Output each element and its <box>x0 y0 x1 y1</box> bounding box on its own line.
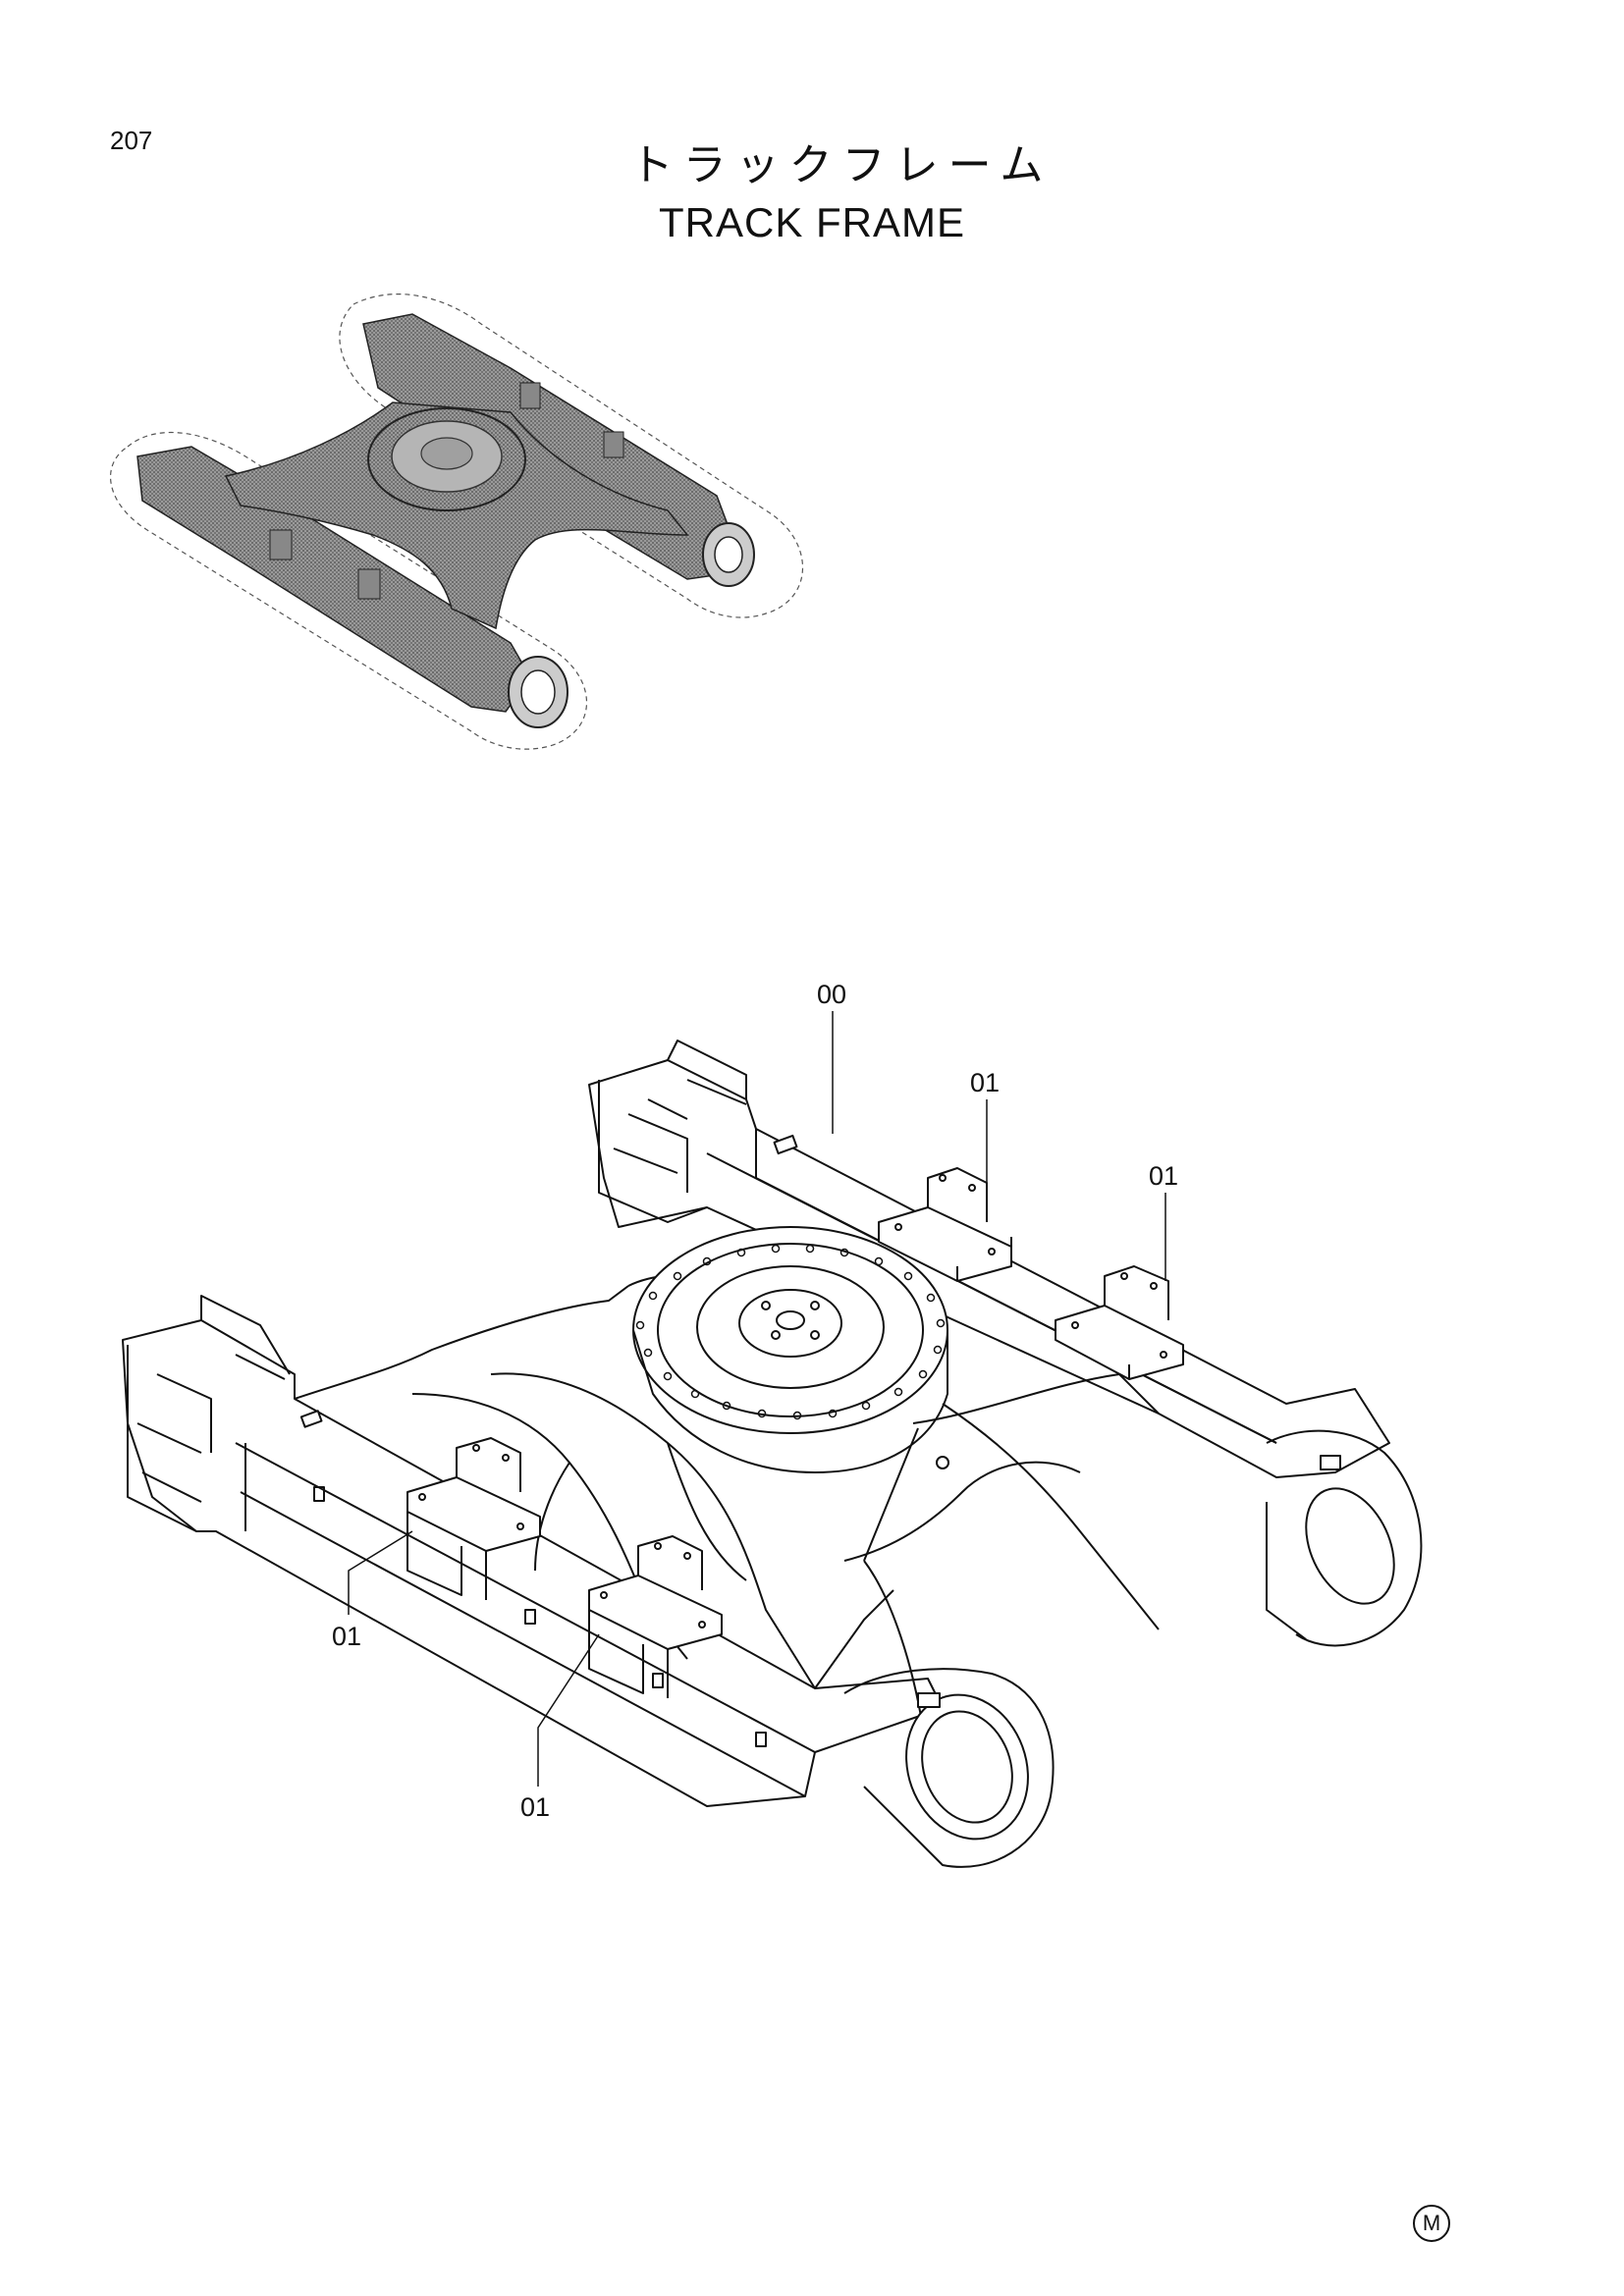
rear-idler-housing <box>1266 1429 1423 1647</box>
thumbnail-center-frame <box>224 401 689 630</box>
title-japanese: トラックフレーム <box>629 140 1054 190</box>
thumbnail-front-track-outline <box>110 431 587 750</box>
title-english: TRACK FRAME <box>658 199 965 245</box>
swing-circle <box>632 1226 948 1473</box>
bracket-front-1 <box>406 1437 541 1600</box>
track-frame-drawing <box>122 1040 1423 1868</box>
front-idler-housing <box>843 1668 1055 1868</box>
callout-01-front-2: 01 <box>520 1792 550 1822</box>
page-number: 207 <box>110 126 153 155</box>
bracket-rear-1 <box>878 1167 1012 1282</box>
front-side-frame <box>122 1295 944 1807</box>
title-block: トラックフレーム TRACK FRAME <box>0 137 1624 249</box>
callout-00: 00 <box>817 980 846 1009</box>
callout-01-rear-1: 01 <box>970 1068 1000 1097</box>
callout-leaders <box>348 1011 1166 1787</box>
thumbnail-rear-track-outline <box>339 294 804 618</box>
bracket-front-2 <box>588 1535 723 1698</box>
manufacturer-mark: M <box>1413 2205 1450 2242</box>
overview-thumbnail <box>110 294 804 750</box>
callout-01-front-1: 01 <box>332 1622 361 1651</box>
callout-01-rear-2: 01 <box>1149 1161 1178 1191</box>
bracket-rear-2 <box>1055 1265 1184 1380</box>
swing-circle-bolt-holes <box>635 1244 946 1420</box>
